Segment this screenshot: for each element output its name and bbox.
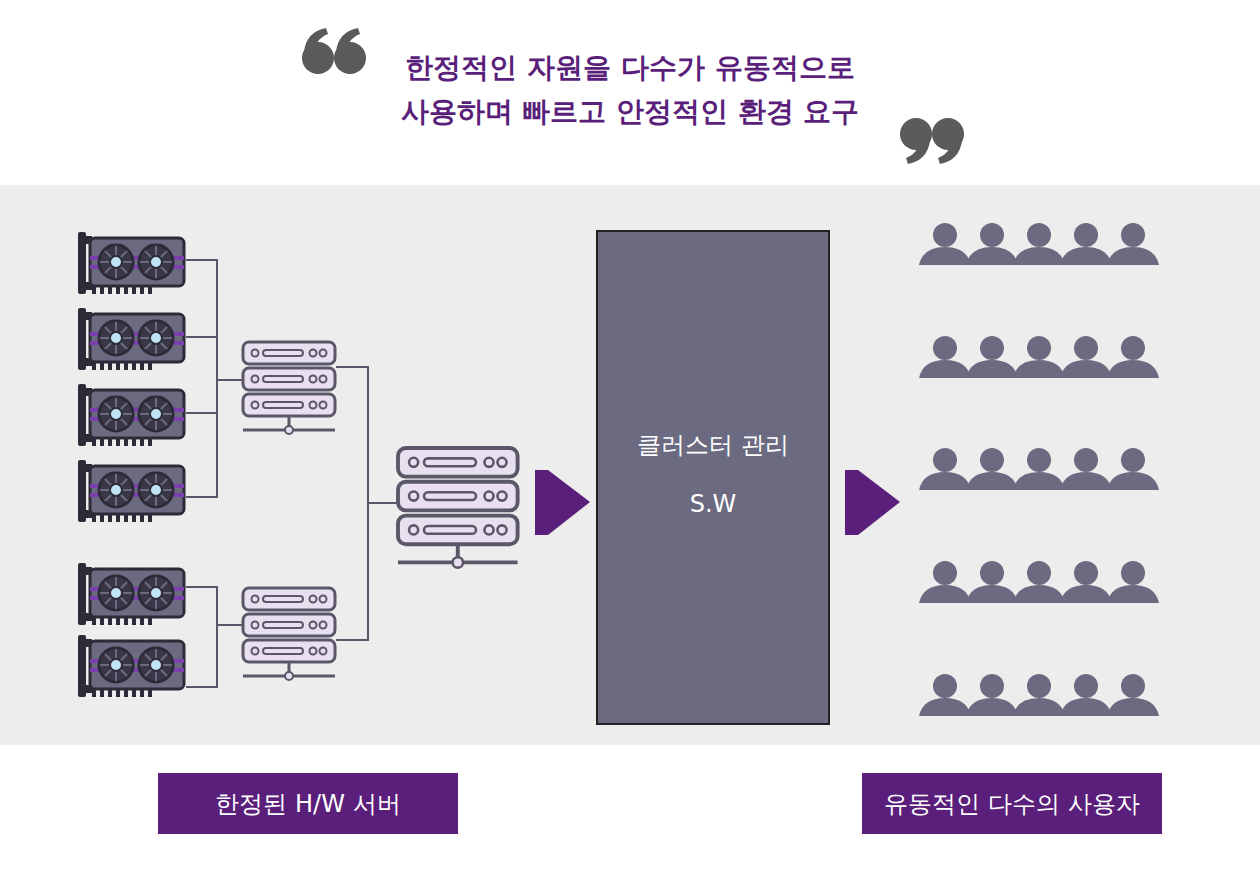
heading-quote: 한정적인 자원을 다수가 유동적으로 사용하며 빠르고 안정적인 환경 요구: [380, 46, 880, 134]
node-text: S.W: [690, 489, 737, 519]
close-quote-mark: [900, 118, 964, 164]
hardware-label-box: 한정된 H/W 서버: [158, 773, 458, 834]
server-wires: [186, 260, 397, 687]
background-band: [0, 185, 1260, 745]
server-rack: [243, 342, 518, 680]
node-text: 한정된 H/W 서버: [215, 789, 400, 819]
gpu-card: [78, 232, 184, 697]
cluster-manager-box: 클러스터 관리 S.W: [596, 230, 830, 725]
node-text: 유동적인 다수의 사용자: [884, 789, 1139, 819]
node-text: 클러스터 관리: [637, 430, 789, 460]
users-label-box: 유동적인 다수의 사용자: [862, 773, 1162, 834]
user-crowd: [919, 223, 1159, 716]
open-quote-mark: [302, 28, 366, 74]
